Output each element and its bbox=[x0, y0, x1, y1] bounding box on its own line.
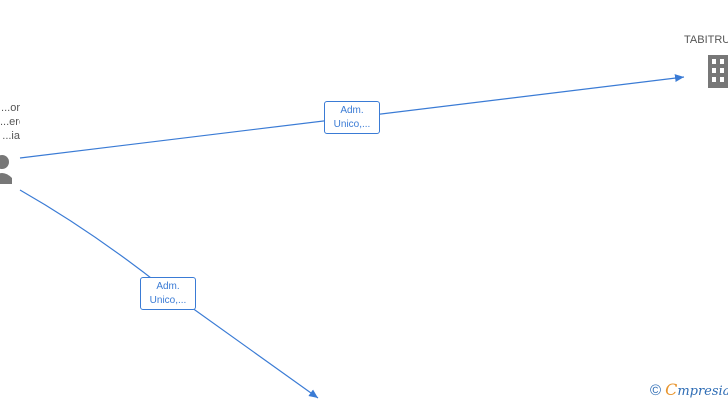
company-node-label[interactable]: TABITRU bbox=[684, 34, 728, 46]
edge-label-role[interactable]: Adm. Unico,... bbox=[324, 101, 380, 134]
brand-name: mpresia bbox=[677, 384, 728, 399]
building-icon[interactable] bbox=[708, 55, 728, 88]
edge-label-line: Unico,... bbox=[333, 119, 371, 130]
person-label-line: ...ero bbox=[0, 116, 20, 128]
person-label-line: ...ia bbox=[2, 130, 20, 142]
person-label-line: ...or bbox=[1, 102, 20, 114]
edge-label-line: Adm. bbox=[156, 281, 180, 292]
brand-initial: C bbox=[665, 380, 678, 399]
person-node-label[interactable]: ...or ...ero ...ia bbox=[0, 101, 20, 143]
empresia-watermark[interactable]: ©Cmpresia bbox=[650, 380, 728, 399]
edge-label-line: Adm. bbox=[340, 105, 364, 116]
copyright-icon: © bbox=[650, 382, 662, 399]
edge-label-line: Unico,... bbox=[149, 295, 187, 306]
person-icon[interactable] bbox=[0, 155, 12, 184]
edge-label-role[interactable]: Adm. Unico,... bbox=[140, 277, 196, 310]
